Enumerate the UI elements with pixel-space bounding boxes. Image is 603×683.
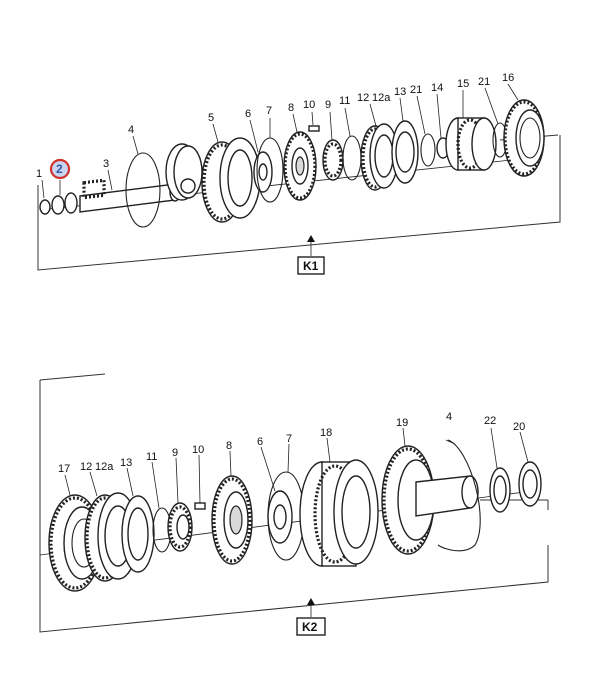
part-4-snap-ring-k2 <box>437 439 481 552</box>
callout-8-k2: 8 <box>226 440 232 452</box>
callout-5: 5 <box>208 112 214 124</box>
part-19-gear-hub <box>381 445 479 555</box>
callout-12a: 12a <box>372 92 391 104</box>
part-10-spring <box>308 125 320 132</box>
assembly-k1: 1 2 3 4 5 6 7 8 10 9 11 12 12a 13 21 14 … <box>36 72 561 275</box>
callout-2-highlight[interactable] <box>49 158 71 180</box>
callout-20: 20 <box>513 421 525 433</box>
callout-16: 16 <box>502 72 514 84</box>
k2-box <box>296 617 326 636</box>
callout-12-k2: 12 <box>80 461 92 473</box>
k2-callouts: 17 12 12a 13 11 9 10 8 6 7 18 19 4 22 20 <box>58 411 525 475</box>
part-21-ring <box>420 133 436 167</box>
k2-frame <box>39 380 549 633</box>
callout-12a-k2: 12a <box>95 461 114 473</box>
callout-3: 3 <box>103 158 109 170</box>
part-4-snap-ring <box>125 152 161 228</box>
callout-13-k2: 13 <box>120 457 132 469</box>
callout-18: 18 <box>320 427 332 439</box>
callout-19: 19 <box>396 417 408 429</box>
part-10-spring-k2 <box>194 502 206 510</box>
callout-17: 17 <box>58 463 70 475</box>
callout-7-k2: 7 <box>286 433 292 445</box>
part-8-gear-k2 <box>211 475 253 565</box>
callout-22: 22 <box>484 415 496 427</box>
part-3-shaft <box>79 178 181 213</box>
part-18-ring-gear <box>299 459 379 567</box>
k1-box <box>297 256 325 275</box>
callout-8: 8 <box>288 102 294 114</box>
part-16-gear <box>503 99 545 177</box>
callout-21b: 21 <box>478 76 490 88</box>
callout-4-k2: 4 <box>446 411 452 423</box>
callout-12: 12 <box>357 92 369 104</box>
hub <box>165 143 203 201</box>
callout-21a: 21 <box>410 84 422 96</box>
callout-13: 13 <box>394 86 406 98</box>
k2-label: K2 <box>302 620 318 634</box>
k1-label: K1 <box>303 259 319 273</box>
callout-10-k2: 10 <box>192 444 204 456</box>
callout-6: 6 <box>245 108 251 120</box>
part-15-drum <box>445 117 497 171</box>
callout-2[interactable]: 2 <box>56 162 63 176</box>
part-8-gear <box>283 131 317 201</box>
callout-15: 15 <box>457 78 469 90</box>
callout-7: 7 <box>266 105 272 117</box>
callout-6-k2: 6 <box>257 436 263 448</box>
callout-14: 14 <box>431 82 443 94</box>
part-12-clutch-plates <box>360 123 399 191</box>
part-2-ring <box>51 195 65 215</box>
callout-4: 4 <box>128 124 134 136</box>
part-1-washer <box>39 199 51 215</box>
assembly-k2: 17 12 12a 13 11 9 10 8 6 7 18 19 4 22 20… <box>39 373 549 636</box>
callout-11: 11 <box>339 95 350 107</box>
k1-callouts: 1 2 3 4 5 6 7 8 10 9 11 12 12a 13 21 14 … <box>36 72 514 180</box>
k1-frame <box>37 135 561 271</box>
part-11-ring <box>342 135 362 181</box>
callout-1: 1 <box>36 168 42 180</box>
callout-10: 10 <box>303 99 315 111</box>
callout-9: 9 <box>325 99 331 111</box>
part-5-ring-gear <box>201 137 261 223</box>
callout-11-k2: 11 <box>146 451 157 463</box>
callout-9-k2: 9 <box>172 447 178 459</box>
